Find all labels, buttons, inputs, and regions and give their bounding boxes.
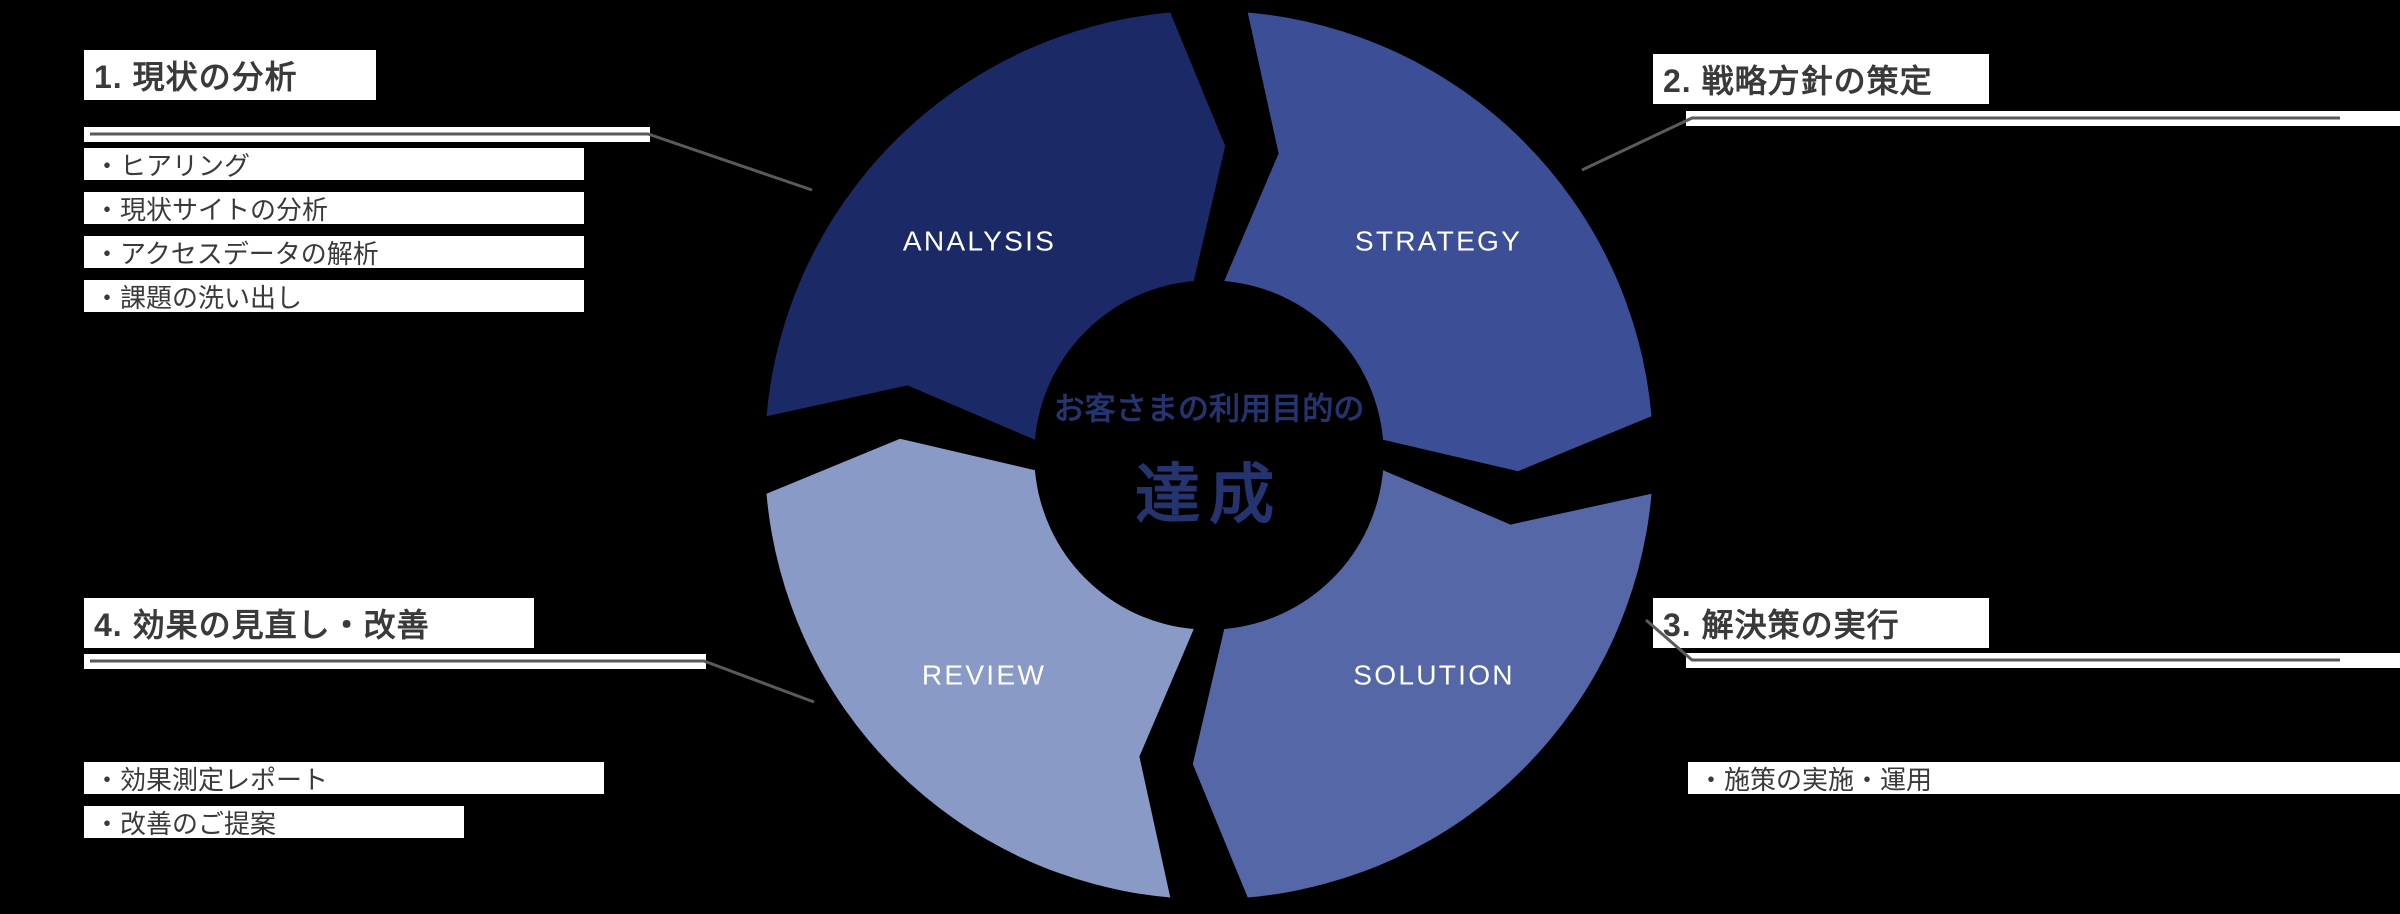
connector-band-4 bbox=[84, 654, 706, 669]
annotation-heading-2: 2. 戦略方針の策定 bbox=[1653, 54, 1989, 104]
cycle-diagram: ANALYSIS STRATEGY SOLUTION REVIEW お客さまの利… bbox=[766, 12, 1652, 898]
annotation-heading-4: 4. 効果の見直し・改善 bbox=[84, 598, 534, 648]
annotation-item: ・改善のご提案 bbox=[84, 806, 464, 839]
annotation-item: ・現状サイトの分析 bbox=[84, 192, 584, 225]
center-text-line1: お客さまの利用目的の bbox=[1054, 391, 1365, 426]
annotation-item: ・課題の洗い出し bbox=[84, 280, 584, 313]
connector-band-2 bbox=[1686, 111, 2400, 126]
segment-label-review: REVIEW bbox=[922, 660, 1046, 691]
annotation-item: ・効果測定レポート bbox=[84, 762, 604, 795]
segment-label-strategy: STRATEGY bbox=[1355, 226, 1522, 257]
segment-label-solution: SOLUTION bbox=[1353, 660, 1515, 691]
connector-band-3 bbox=[1686, 653, 2400, 668]
annotation-item: ・ヒアリング bbox=[84, 148, 584, 181]
annotation-item: ・アクセスデータの解析 bbox=[84, 236, 584, 269]
annotation-item: ・施策の実施・運用 bbox=[1688, 762, 2400, 795]
segment-label-analysis: ANALYSIS bbox=[903, 226, 1056, 257]
annotation-heading-3: 3. 解決策の実行 bbox=[1653, 598, 1989, 648]
center-text-line2: 達成 bbox=[1135, 458, 1283, 531]
annotation-heading-1: 1. 現状の分析 bbox=[84, 50, 376, 100]
connector-band-1 bbox=[84, 127, 650, 142]
